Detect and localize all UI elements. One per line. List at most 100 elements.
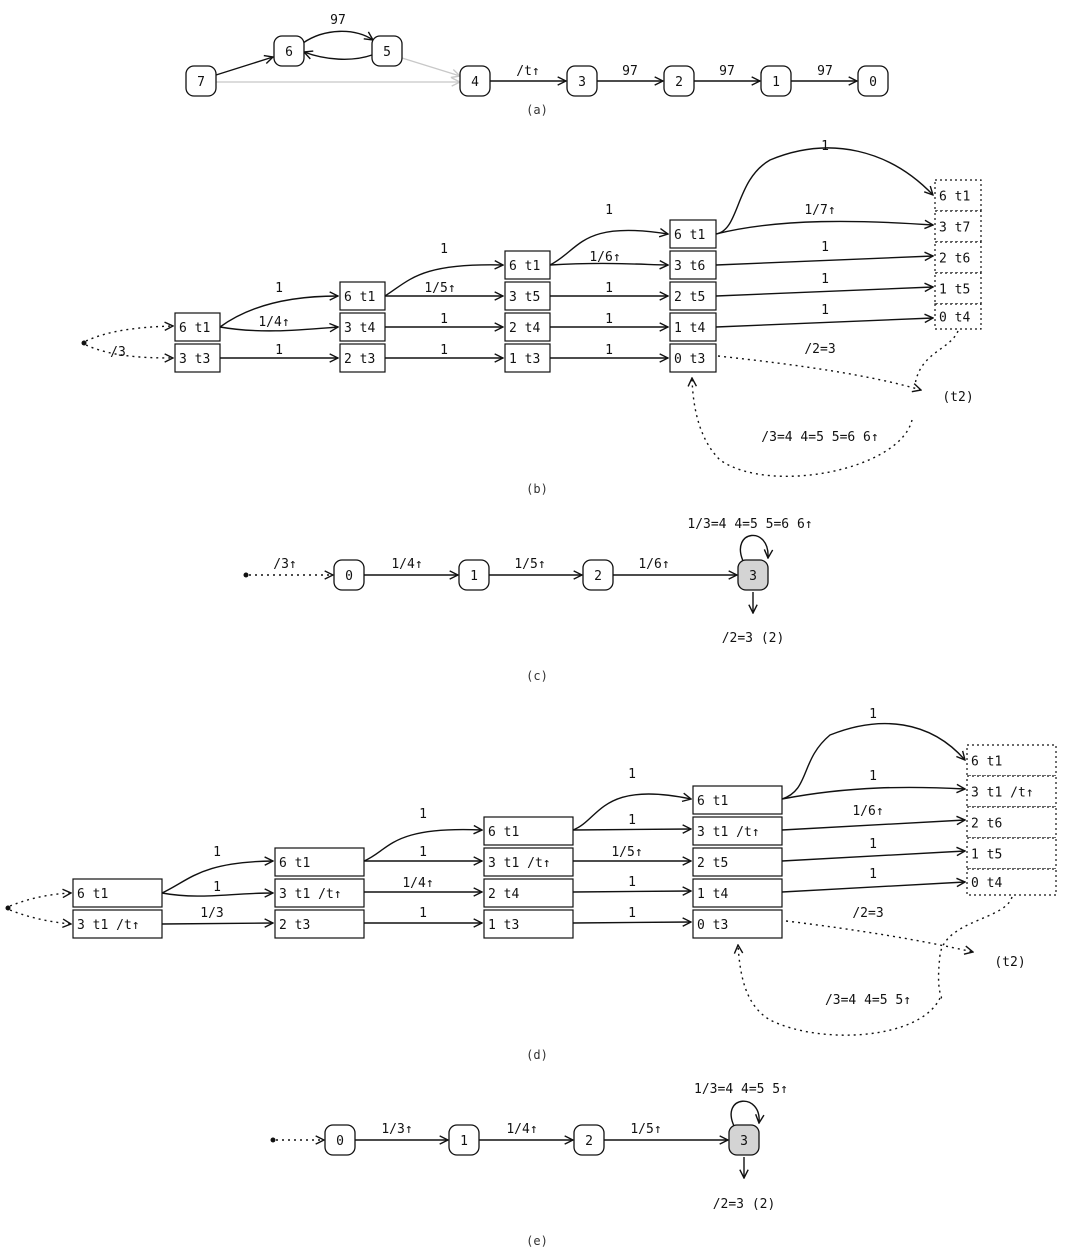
d-box-10-label: 3 t1 /t↑ <box>697 825 760 840</box>
e-node-0 <box>324 1124 356 1156</box>
e-loop-label: 1/3=4 4=5 5↑ <box>694 1082 788 1097</box>
c-node-2 <box>582 559 614 591</box>
a-node-3 <box>566 65 598 97</box>
d-box-8-label: 1 t3 <box>488 918 519 933</box>
d-box-2 <box>274 847 365 877</box>
b-box-16-label: 2 t6 <box>939 252 970 267</box>
a-node-6-label: 6 <box>285 45 293 60</box>
a-node-4 <box>459 65 491 97</box>
b-edge-label-9: 1/6↑ <box>589 250 620 265</box>
d-edge-label-15: 1 <box>869 837 877 852</box>
b-box-6 <box>504 281 551 311</box>
b-box-10-label: 3 t6 <box>674 259 705 274</box>
d-box-15-label: 3 t1 /t↑ <box>971 786 1034 801</box>
b-edge-to-t2 <box>717 355 921 390</box>
d-edge-label-12: 1 <box>869 707 877 722</box>
d-box-18-label: 0 t4 <box>971 876 1002 891</box>
b-box-2 <box>339 281 386 311</box>
d-start-edge-2 <box>9 909 71 924</box>
a-node-2-label: 2 <box>675 75 683 90</box>
a-label-97-top: 97 <box>330 13 346 28</box>
c-caption: (c) <box>526 669 548 683</box>
b-edge-label-8: 1 <box>605 203 613 218</box>
d-box-3 <box>274 878 365 908</box>
e-node-2-label: 2 <box>585 1134 593 1149</box>
b-edge-label-14: 1 <box>821 240 829 255</box>
d-box-16 <box>966 806 1057 839</box>
d-edge-8 <box>572 794 691 831</box>
b-edge-label-1: 1 <box>275 281 283 296</box>
d-box-7 <box>483 878 574 908</box>
b-box-9 <box>669 219 717 249</box>
a-node-3-label: 3 <box>578 75 586 90</box>
c-loop-label: 1/3=4 4=5 5=6 6↑ <box>687 517 812 532</box>
b-edge-label-16: 1 <box>821 303 829 318</box>
c-label-start: /3↑ <box>273 557 296 572</box>
b-box-12 <box>669 312 717 342</box>
d-edge-4 <box>363 830 482 862</box>
b-start-edge-2 <box>85 344 173 358</box>
b-box-9-label: 6 t1 <box>674 228 705 243</box>
b-edge-label-13: 1/7↑ <box>804 203 835 218</box>
nodes-layer <box>5 35 1057 1156</box>
d-edge-14 <box>781 787 965 800</box>
b-edge-17 <box>715 318 933 328</box>
b-edge-label-5: 1/5↑ <box>424 281 455 296</box>
b-edge-label-15: 1 <box>821 272 829 287</box>
a-node-2 <box>663 65 695 97</box>
e-label-1: 1/3↑ <box>381 1122 412 1137</box>
b-edge-label-4: 1 <box>440 242 448 257</box>
a-edge-5-6 <box>304 52 373 60</box>
b-box-4 <box>339 343 386 373</box>
a-node-0 <box>857 65 889 97</box>
e-self-loop <box>730 1100 759 1127</box>
b-box-8 <box>504 343 551 373</box>
b-edge-label-17: /2=3 <box>804 342 835 357</box>
c-node-1-label: 1 <box>470 569 478 584</box>
b-target-t2: (t2) <box>942 390 973 405</box>
b-edge-label-6: 1 <box>440 312 448 327</box>
c-node-0-label: 0 <box>345 569 353 584</box>
b-box-1-label: 3 t3 <box>179 352 210 367</box>
d-edge-2 <box>161 893 273 896</box>
d-edge-label-17: /2=3 <box>852 906 883 921</box>
d-target-t2: (t2) <box>994 955 1025 970</box>
d-box-13 <box>692 909 783 939</box>
d-loop-back <box>738 945 941 1036</box>
d-edge-label-14: 1/6↑ <box>852 804 883 819</box>
b-edge-4 <box>384 265 503 297</box>
a-node-7 <box>185 65 217 97</box>
b-box-1 <box>174 343 221 373</box>
d-box-14-label: 6 t1 <box>971 755 1002 770</box>
c-label-2: 1/5↑ <box>514 557 545 572</box>
a-label-97-1: 97 <box>622 64 638 79</box>
b-box-17-label: 1 t5 <box>939 283 970 298</box>
b-box-3-label: 3 t4 <box>344 321 375 336</box>
d-box-12 <box>692 878 783 908</box>
b-edge-15 <box>715 256 933 266</box>
d-edge-15 <box>781 820 965 831</box>
b-start-edge-1 <box>85 326 173 342</box>
d-edge-9 <box>572 829 691 830</box>
d-edge-1 <box>161 861 273 894</box>
d-edge-label-5: 1/4↑ <box>402 876 433 891</box>
b-box-13 <box>669 343 717 373</box>
a-node-6 <box>273 35 305 67</box>
d-box-18 <box>966 868 1057 896</box>
b-edge-16 <box>715 287 933 297</box>
d-edge-label-8: 1 <box>628 813 636 828</box>
b-box-8-label: 1 t3 <box>509 352 540 367</box>
a-label-97-2: 97 <box>719 64 735 79</box>
b-edge-1 <box>219 296 338 328</box>
e-node-3-label: 3 <box>740 1134 748 1149</box>
d-edge-final-to-t2 <box>937 896 1013 1001</box>
b-edge-label-7: 1 <box>440 343 448 358</box>
d-edge-label-6: 1 <box>419 906 427 921</box>
d-box-8 <box>483 909 574 939</box>
d-edge-label-7: 1 <box>628 767 636 782</box>
e-node-1-label: 1 <box>460 1134 468 1149</box>
d-box-1-label: 3 t1 /t↑ <box>77 918 140 933</box>
c-start-dot <box>243 572 249 578</box>
d-caption: (d) <box>526 1048 548 1062</box>
